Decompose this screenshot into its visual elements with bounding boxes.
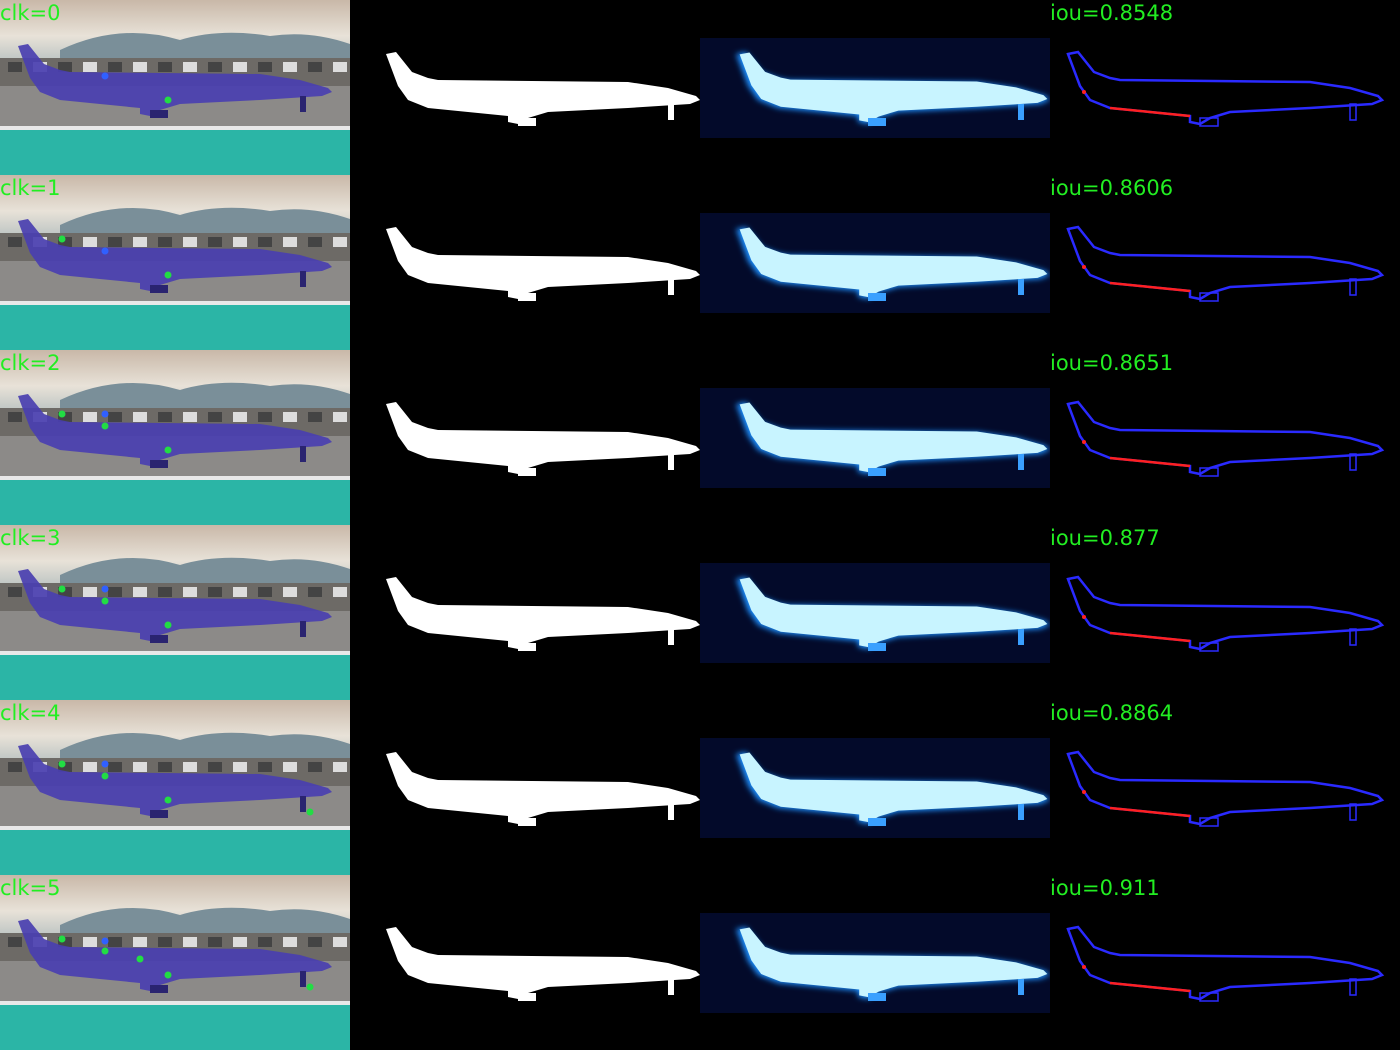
ground-truth-mask-panel (350, 0, 700, 175)
ground-truth-mask-panel (350, 700, 700, 875)
input-image (0, 175, 350, 350)
positive-click-marker (164, 446, 172, 454)
negative-click-marker (101, 72, 109, 80)
positive-click-marker (164, 271, 172, 279)
positive-click-marker (101, 597, 109, 605)
input-image-panel: clk=0 (0, 0, 350, 175)
positive-click-marker (58, 235, 66, 243)
click-count-label: clk=3 (0, 526, 61, 550)
error-map-panel: iou=0.8606 (1050, 175, 1400, 350)
result-row: clk=0 iou=0.8548 (0, 0, 1400, 175)
positive-click-marker (164, 796, 172, 804)
click-count-label: clk=4 (0, 701, 61, 725)
input-image-panel: clk=4 (0, 700, 350, 875)
positive-click-marker (58, 410, 66, 418)
positive-click-marker (101, 422, 109, 430)
positive-click-marker (101, 772, 109, 780)
probability-map-panel (700, 0, 1050, 175)
result-row: clk=2 iou=0.8651 (0, 350, 1400, 525)
ground-truth-mask-panel (350, 525, 700, 700)
error-map-panel: iou=0.8651 (1050, 350, 1400, 525)
positive-click-marker (164, 621, 172, 629)
result-row: clk=1 iou=0.8606 (0, 175, 1400, 350)
positive-click-marker (164, 971, 172, 979)
negative-click-marker (101, 585, 109, 593)
negative-click-marker (101, 937, 109, 945)
input-image-panel: clk=5 (0, 875, 350, 1050)
result-row: clk=5 iou=0.911 (0, 875, 1400, 1050)
probability-map-panel (700, 350, 1050, 525)
positive-click-marker (164, 96, 172, 104)
negative-click-marker (101, 410, 109, 418)
error-map-panel: iou=0.8864 (1050, 700, 1400, 875)
probability-map-panel (700, 175, 1050, 350)
input-image (0, 350, 350, 525)
positive-click-marker (306, 983, 314, 991)
input-image-panel: clk=2 (0, 350, 350, 525)
positive-click-marker (306, 808, 314, 816)
positive-click-marker (136, 955, 144, 963)
positive-click-marker (58, 935, 66, 943)
input-image-panel: clk=1 (0, 175, 350, 350)
iou-score-label: iou=0.911 (1050, 876, 1160, 900)
ground-truth-mask-panel (350, 175, 700, 350)
error-map-panel: iou=0.877 (1050, 525, 1400, 700)
input-image (0, 525, 350, 700)
positive-click-marker (101, 947, 109, 955)
ground-truth-mask-panel (350, 350, 700, 525)
error-map-panel: iou=0.8548 (1050, 0, 1400, 175)
positive-click-marker (58, 585, 66, 593)
result-row: clk=4 iou=0.8864 (0, 700, 1400, 875)
click-count-label: clk=5 (0, 876, 61, 900)
iou-score-label: iou=0.8651 (1050, 351, 1174, 375)
iou-score-label: iou=0.8548 (1050, 1, 1174, 25)
negative-click-marker (101, 247, 109, 255)
input-image (0, 0, 350, 175)
iou-score-label: iou=0.8864 (1050, 701, 1174, 725)
ground-truth-mask-panel (350, 875, 700, 1050)
input-image (0, 875, 350, 1050)
click-count-label: clk=2 (0, 351, 61, 375)
iou-score-label: iou=0.877 (1050, 526, 1160, 550)
iou-score-label: iou=0.8606 (1050, 176, 1174, 200)
click-count-label: clk=0 (0, 1, 61, 25)
probability-map-panel (700, 525, 1050, 700)
click-count-label: clk=1 (0, 176, 61, 200)
probability-map-panel (700, 700, 1050, 875)
negative-click-marker (101, 760, 109, 768)
result-row: clk=3 iou=0.877 (0, 525, 1400, 700)
error-map-panel: iou=0.911 (1050, 875, 1400, 1050)
input-image (0, 700, 350, 875)
input-image-panel: clk=3 (0, 525, 350, 700)
probability-map-panel (700, 875, 1050, 1050)
positive-click-marker (58, 760, 66, 768)
